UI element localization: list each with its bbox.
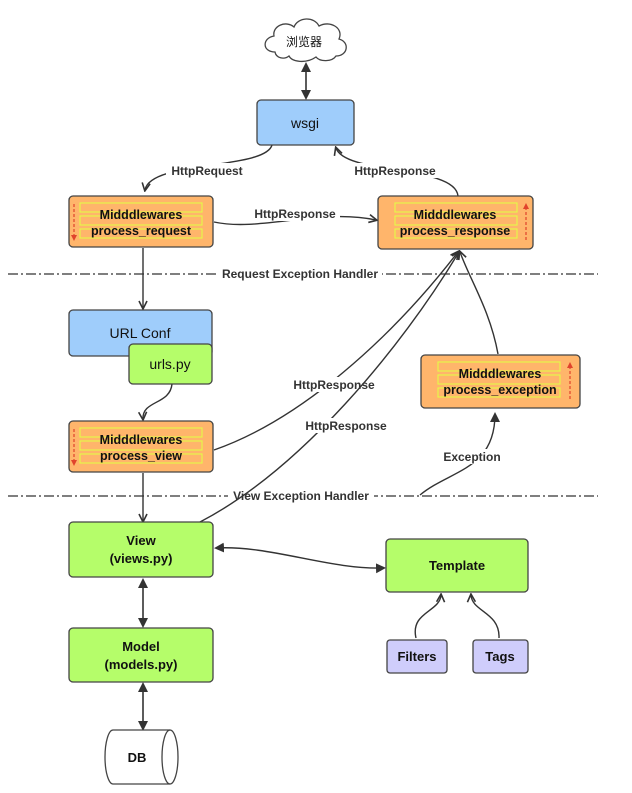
exception-response-connector — [460, 252, 499, 355]
model-line2: (models.py) — [105, 657, 178, 672]
tags-node: Tags — [472, 639, 529, 674]
browser-node: 浏览器 — [264, 18, 347, 63]
middleware-request-line2: process_request — [91, 224, 192, 238]
db-label: DB — [128, 750, 147, 765]
middleware-process-view: Midddlewares process_view — [68, 420, 214, 473]
urls-py-label: urls.py — [149, 356, 190, 372]
middleware-request-line1: Midddlewares — [100, 208, 183, 222]
filters-template-connector — [414, 595, 441, 639]
http-response-view-mw-label: HttpResponse — [293, 378, 375, 392]
tags-template-connector — [471, 595, 500, 639]
tags-label: Tags — [485, 649, 514, 664]
db-node: DB — [104, 729, 179, 785]
exception-connector — [419, 412, 500, 496]
filters-label: Filters — [397, 649, 436, 664]
urlconf-label: URL Conf — [110, 325, 171, 341]
middleware-view-line1: Midddlewares — [100, 433, 183, 447]
middleware-process-exception: Midddlewares process_exception — [420, 354, 581, 409]
middleware-response-line2: process_response — [400, 224, 511, 238]
template-node: Template — [385, 538, 529, 593]
urlconf-node: URL Conf urls.py — [68, 309, 213, 385]
cloud-icon — [264, 18, 347, 63]
wsgi-label: wsgi — [290, 115, 319, 131]
view-line2: (views.py) — [110, 551, 173, 566]
middleware-view-line2: process_view — [100, 449, 182, 463]
urls-mwview-connector — [143, 383, 173, 419]
view-line1: View — [126, 533, 156, 548]
view-node: View (views.py) — [68, 521, 214, 578]
view-template-connector — [214, 542, 386, 574]
http-response-mid-label: HttpResponse — [254, 207, 336, 221]
browser-label: 浏览器 — [286, 34, 322, 49]
exception-label: Exception — [443, 450, 500, 464]
middleware-exception-line1: Midddlewares — [459, 367, 542, 381]
middleware-process-request: Midddlewares process_request — [68, 195, 214, 248]
view-exception-label: View Exception Handler — [233, 489, 369, 503]
model-node: Model (models.py) — [68, 627, 214, 683]
http-response-view-label: HttpResponse — [305, 419, 387, 433]
http-response-top-label: HttpResponse — [354, 164, 436, 178]
http-request-label: HttpRequest — [171, 164, 242, 178]
middleware-process-response: Midddlewares process_response — [377, 195, 534, 250]
http-response-view-connector — [199, 252, 459, 523]
request-exception-label: Request Exception Handler — [222, 267, 378, 281]
middleware-response-line1: Midddlewares — [414, 208, 497, 222]
http-response-view-mw-connector — [213, 252, 458, 451]
model-line1: Model — [122, 639, 160, 654]
wsgi-node: wsgi — [256, 99, 355, 146]
middleware-exception-line2: process_exception — [443, 383, 556, 397]
filters-node: Filters — [386, 639, 448, 674]
template-label: Template — [429, 558, 485, 573]
